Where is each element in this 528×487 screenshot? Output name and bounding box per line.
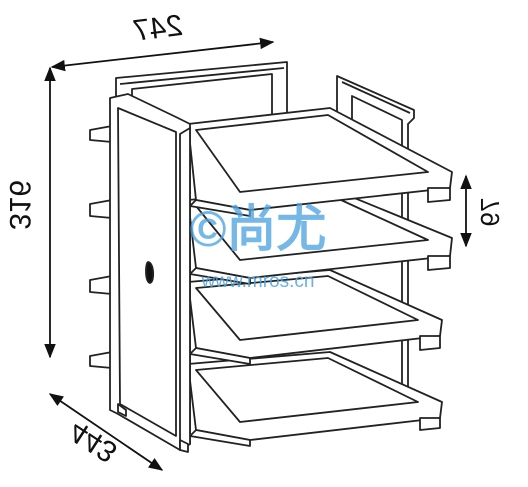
dimension-lines [44,37,472,471]
width-dimension-line [50,37,275,72]
rack [89,61,453,453]
width-label: 247 [131,9,185,48]
foot-left [117,403,127,417]
watermark-url: www.mros.cn [201,271,315,292]
shelf-1 [89,107,453,217]
height-label: 316 [3,180,36,230]
front-side-panel [109,93,191,451]
handle-slot [145,261,155,284]
shelf-spacing-label: 79 [475,198,505,227]
shelf-4 [89,351,443,447]
depth-label: 443 [63,414,123,469]
foot-right [179,439,189,453]
watermark: ©尚尤 www.mros.cn [190,201,327,292]
watermark-logo: ©尚尤 [190,201,327,257]
depth-dimension-line [48,393,164,471]
